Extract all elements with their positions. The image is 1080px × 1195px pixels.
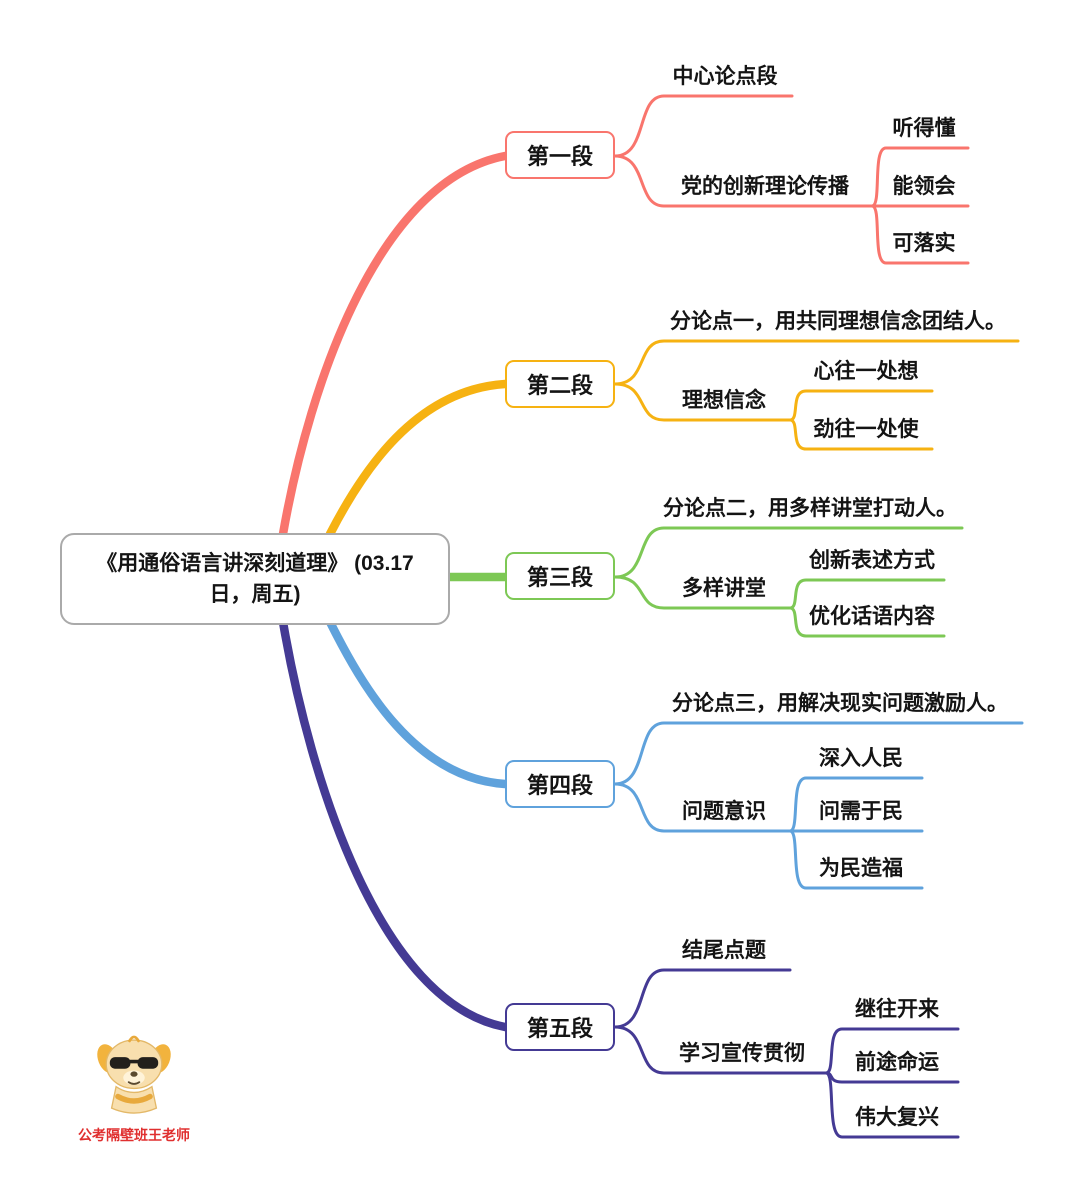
b3-topic-link <box>613 575 792 610</box>
b1-main-point-label[interactable]: 中心论点段 <box>672 65 778 88</box>
b2-topic-label[interactable]: 理想信念 <box>682 389 766 412</box>
b5-subtopic-2-label[interactable]: 前途命运 <box>855 1051 939 1074</box>
b2-subtopic-1-label[interactable]: 心往一处想 <box>813 360 919 383</box>
b2-subtopic-1-link <box>788 389 934 422</box>
dog-mascot-icon <box>97 1035 171 1114</box>
b2-subtopic-2-label[interactable]: 劲往一处使 <box>813 418 919 441</box>
branch-node-3[interactable]: 第三段 <box>505 552 615 600</box>
b1-subtopic-1-label[interactable]: 听得懂 <box>892 117 956 140</box>
b3-subtopic-1-link <box>788 578 946 610</box>
branch-node-1[interactable]: 第一段 <box>505 131 615 179</box>
b2-main-point-link <box>613 339 1020 386</box>
b4-subtopic-2-label[interactable]: 问需于民 <box>819 800 903 823</box>
b3-subtopic-2-link <box>788 606 946 638</box>
b5-main-point-label[interactable]: 结尾点题 <box>682 939 766 962</box>
b1-subtopic-3-link <box>870 204 970 265</box>
central-topic-text: 《用通俗语言讲深刻道理》 (03.17日，周五) <box>96 551 414 607</box>
b2-subtopic-2-link <box>788 418 934 451</box>
b1-topic-label[interactable]: 党的创新理论传播 <box>681 175 849 198</box>
branch-5-curve <box>278 617 510 1032</box>
b3-subtopic-2-label[interactable]: 优化话语内容 <box>809 605 935 628</box>
b1-subtopic-3-label[interactable]: 可落实 <box>892 232 956 255</box>
b4-main-point-link <box>613 721 1024 786</box>
b1-subtopic-1-link <box>870 146 970 208</box>
b4-subtopic-1-link <box>788 776 924 833</box>
b5-main-point-link <box>613 968 792 1029</box>
b2-main-point-label[interactable]: 分论点一，用共同理想信念团结人。 <box>670 310 1006 333</box>
b5-subtopic-3-label[interactable]: 伟大复兴 <box>855 1106 939 1129</box>
b4-subtopic-3-label[interactable]: 为民造福 <box>819 857 903 880</box>
b3-topic-label[interactable]: 多样讲堂 <box>682 577 766 600</box>
b5-topic-link <box>613 1025 828 1075</box>
b5-subtopic-1-link <box>824 1027 960 1075</box>
b1-subtopic-2-label[interactable]: 能领会 <box>892 175 956 198</box>
branch-node-4[interactable]: 第四段 <box>505 760 615 808</box>
branch-node-2[interactable]: 第二段 <box>505 360 615 408</box>
b4-topic-label[interactable]: 问题意识 <box>682 800 766 823</box>
b1-topic-link <box>613 154 874 208</box>
b4-subtopic-3-link <box>788 829 924 890</box>
b2-topic-link <box>613 382 792 422</box>
b4-topic-link <box>613 782 792 833</box>
branch-1-curve <box>278 151 510 539</box>
b5-subtopic-3-link <box>824 1071 960 1139</box>
branch-4-curve <box>325 617 510 789</box>
mascot-caption: 公考隔壁班王老师 <box>78 1127 190 1143</box>
branch-node-5[interactable]: 第五段 <box>505 1003 615 1051</box>
central-topic-node[interactable]: 《用通俗语言讲深刻道理》 (03.17日，周五) <box>60 533 450 625</box>
b5-subtopic-1-label[interactable]: 继往开来 <box>855 998 939 1021</box>
b3-main-point-link <box>613 526 964 579</box>
b3-main-point-label[interactable]: 分论点二，用多样讲堂打动人。 <box>663 497 957 520</box>
mascot: 公考隔壁班王老师 <box>74 1032 194 1145</box>
b3-subtopic-1-label[interactable]: 创新表述方式 <box>809 549 935 572</box>
b1-main-point-link <box>613 94 794 158</box>
b4-subtopic-1-label[interactable]: 深入人民 <box>819 747 903 770</box>
branch-2-curve <box>325 379 510 539</box>
b5-topic-label[interactable]: 学习宣传贯彻 <box>679 1042 805 1065</box>
b4-main-point-label[interactable]: 分论点三，用解决现实问题激励人。 <box>672 692 1008 715</box>
